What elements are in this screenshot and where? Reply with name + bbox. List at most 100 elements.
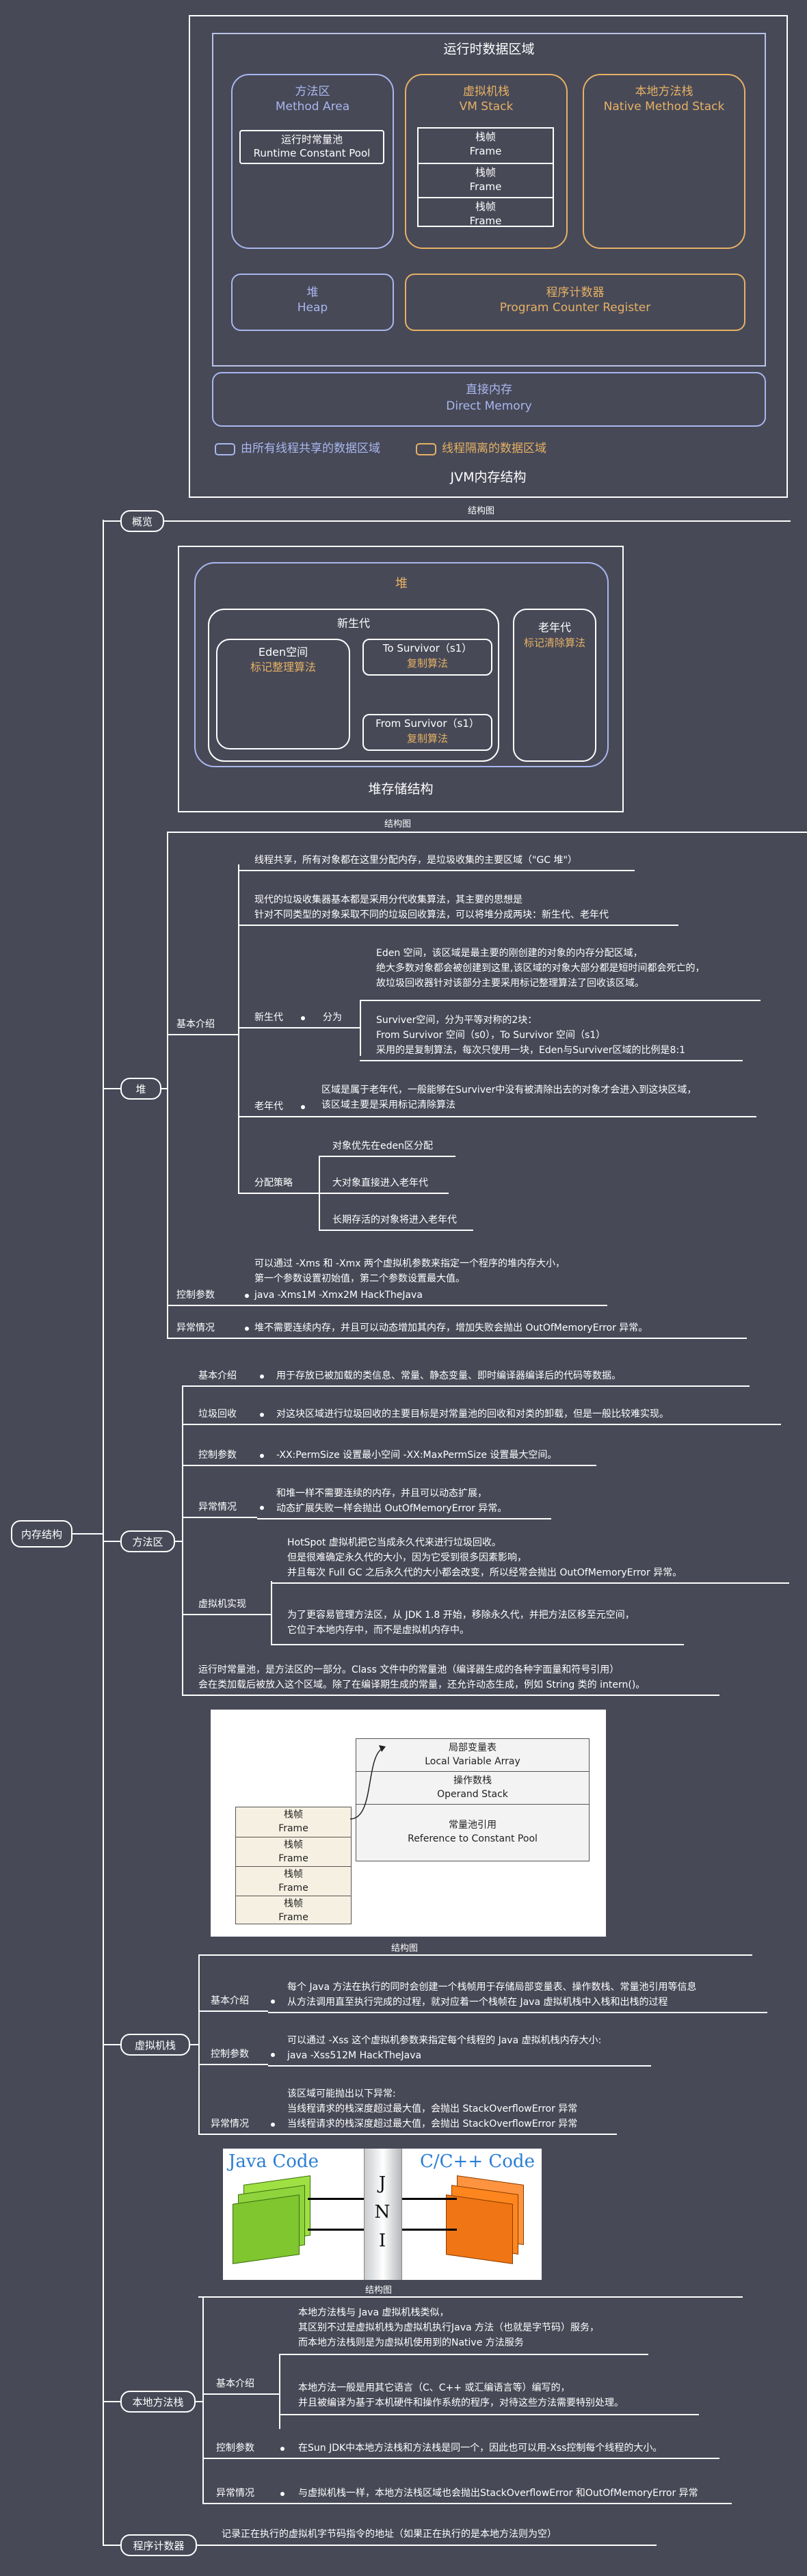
native-basic-a-line bbox=[279, 2354, 648, 2355]
vm-stack-box bbox=[405, 74, 568, 249]
heap-basic-2b: 针对不同类型的对象采取不同的垃圾回收算法，可以将堆分成两块：新生代、老年代 bbox=[254, 909, 609, 920]
heap-basic-1-line bbox=[238, 870, 635, 871]
frame-arrow bbox=[349, 1745, 386, 1820]
heap-control-3: java -Xms1M -Xmx2M HackTheJava bbox=[254, 1290, 423, 1301]
method-exception-dot bbox=[260, 1506, 264, 1510]
jni-figure-line bbox=[198, 2296, 743, 2298]
heap-surv-2: From Survivor 空间（s0），To Survivor 空间（s1） bbox=[376, 1030, 606, 1041]
heap-control-line bbox=[167, 1305, 243, 1306]
runtime-area-title: 运行时数据区域 bbox=[443, 42, 535, 57]
vm-control-text-line bbox=[268, 2065, 651, 2067]
heap-exception-1: 堆不需要连续内存，并且可以动态增加其内存，增加失败会抛出 OutOfMemory… bbox=[254, 1323, 648, 1333]
heap-structure-figure: 堆 新生代 Eden空间 标记整理算法 To Survivor（s1） 复制算法… bbox=[178, 546, 624, 812]
method-area-to-sub bbox=[175, 1541, 182, 1542]
heap-split-vline bbox=[360, 1000, 361, 1056]
method-pool-2: 会在类加载后被放入这个区域。除了在编译期生成的常量，还允许动态生成，例如 Str… bbox=[198, 1679, 646, 1690]
heap-old-2: 该区域主要是采用标记清除算法 bbox=[321, 1100, 455, 1111]
native-exception-text-line bbox=[202, 2503, 732, 2504]
heap-old-line bbox=[238, 1116, 294, 1117]
old-gen-label: 老年代 bbox=[538, 621, 571, 634]
method-impl-3: 并且每次 Full GC 之后永久代的大小都会改变，所以经常会抛出 OutOfM… bbox=[287, 1567, 683, 1578]
eden-label: Eden空间 bbox=[258, 646, 308, 659]
heap-exception-text-line bbox=[243, 1338, 747, 1339]
method-control-line bbox=[182, 1465, 257, 1466]
method-area-sub-vline bbox=[182, 1385, 183, 1695]
heap-split-line bbox=[290, 1027, 360, 1028]
heap-split-label: 分为 bbox=[323, 1012, 342, 1023]
root-node[interactable]: 内存结构 bbox=[11, 1520, 72, 1548]
pc-zh: 程序计数器 bbox=[546, 286, 605, 300]
left-arrow-icon bbox=[308, 2198, 364, 2231]
method-impl-line bbox=[182, 1614, 271, 1615]
heap-box bbox=[231, 274, 394, 331]
java-stack-icon bbox=[233, 2175, 315, 2269]
heap-control-1: 可以通过 -Xms 和 -Xmx 两个虚拟机参数来指定一个程序的堆内存大小， bbox=[254, 1258, 565, 1269]
method-pool-1: 运行时常量池，是方法区的一部分。Class 文件中的常量池（编译器生成的各种字面… bbox=[198, 1664, 620, 1675]
heap-young-label: 新生代 bbox=[254, 1012, 283, 1023]
legend-shared-swatch bbox=[215, 443, 235, 455]
method-exception-label: 异常情况 bbox=[198, 1502, 237, 1513]
heap-control-text-line bbox=[243, 1305, 607, 1306]
pc-node[interactable]: 程序计数器 bbox=[120, 2534, 197, 2556]
heap-alloc-1-line bbox=[319, 1156, 455, 1157]
heap-zh: 堆 bbox=[306, 286, 319, 300]
vm-stack-zh: 虚拟机栈 bbox=[463, 85, 510, 98]
heap-control-label: 控制参数 bbox=[176, 1290, 215, 1301]
heap-basic-1: 线程共享，所有对象都在这里分配内存，是垃圾收集的主要区域（"GC 堆"） bbox=[254, 855, 577, 866]
heap-alloc-label: 分配策略 bbox=[254, 1178, 293, 1189]
to-survivor-box bbox=[362, 639, 492, 676]
method-gc-1: 对这块区域进行垃圾回收的主要目标是对常量池的回收和对类的卸载，但是一般比较难实现… bbox=[276, 1409, 669, 1420]
jni-letter-j: J bbox=[378, 2173, 386, 2194]
vm-exception-3: 当线程请求的栈深度超过最大值，会抛出 StackOverflowError 异常 bbox=[287, 2119, 578, 2129]
heap-branch bbox=[103, 1088, 120, 1089]
method-gc-line bbox=[182, 1424, 257, 1425]
method-area-node[interactable]: 方法区 bbox=[120, 1530, 175, 1552]
native-stack-box bbox=[583, 74, 745, 249]
heap-basic-2a: 现代的垃圾收集器基本都是采用分代收集算法，其主要的思想是 bbox=[254, 894, 522, 905]
native-basic-2: 其区别不过是虚拟机栈为虚拟机执行Java 方法（也就是字节码）服务， bbox=[298, 2322, 600, 2333]
overview-node[interactable]: 概览 bbox=[120, 510, 164, 532]
heap-old-text-line bbox=[294, 1116, 756, 1117]
jni-figure: Java Code C/C++ Code J N I bbox=[223, 2149, 542, 2280]
direct-memory-box bbox=[212, 372, 766, 427]
legend-shared-label: 由所有线程共享的数据区域 bbox=[241, 442, 380, 455]
legend-isolated-swatch bbox=[416, 443, 436, 455]
method-gc-label: 垃圾回收 bbox=[198, 1409, 237, 1420]
method-basic-line bbox=[182, 1385, 257, 1387]
method-basic-1: 用于存放已被加载的类信息、常量、静态变量、即时编译器编译后的代码等数据。 bbox=[276, 1370, 621, 1381]
method-pool-line bbox=[182, 1695, 719, 1696]
pc-desc-line bbox=[197, 2545, 657, 2546]
heap-basic-vline bbox=[238, 864, 239, 1194]
heap-old-label: 老年代 bbox=[254, 1101, 283, 1112]
java-code-label: Java Code bbox=[228, 2151, 319, 2172]
heap-control-dot bbox=[245, 1294, 249, 1298]
native-basic-4: 本地方法一般是用其它语言（C、C++ 或汇编语言等）编写的， bbox=[298, 2382, 570, 2393]
heap-young-dot bbox=[301, 1016, 305, 1020]
pc-en: Program Counter Register bbox=[499, 301, 651, 315]
heap-node[interactable]: 堆 bbox=[120, 1078, 161, 1100]
heap-surv-3: 采用的是复制算法，每次只使用一块，Eden与Surviver区域的比例是8:1 bbox=[376, 1045, 686, 1056]
vm-basic-1: 每个 Java 方法在执行的同时会创建一个栈帧用于存储局部变量表、操作数栈、常量… bbox=[287, 1982, 697, 1993]
method-exception-text-line bbox=[257, 1518, 551, 1519]
vm-stack-node[interactable]: 虚拟机栈 bbox=[120, 2034, 190, 2056]
heap-alloc-3-line bbox=[319, 1230, 473, 1231]
vm-stack-branch bbox=[103, 2044, 120, 2045]
jvm-structure-figure: 运行时数据区域 方法区 Method Area 运行时常量池 Runtime C… bbox=[189, 15, 788, 498]
legend-isolated-label: 线程隔离的数据区域 bbox=[442, 442, 546, 455]
native-stack-node[interactable]: 本地方法栈 bbox=[120, 2391, 196, 2413]
heap-alloc-line bbox=[238, 1193, 319, 1194]
method-impl-2: 但是很难确定永久代的大小，因为它受到很多因素影响， bbox=[287, 1552, 527, 1563]
method-impl-vline bbox=[271, 1581, 272, 1645]
heap-basic-2-line bbox=[238, 925, 678, 926]
heap-alloc-3: 长期存活的对象将进入老年代 bbox=[332, 1214, 457, 1225]
heap-old-dot bbox=[301, 1105, 305, 1109]
native-basic-b-line bbox=[279, 2414, 699, 2415]
heap-alloc-2: 大对象直接进入老年代 bbox=[332, 1178, 428, 1189]
heap-to-sub bbox=[161, 1088, 167, 1089]
method-impl-a-line bbox=[271, 1582, 789, 1584]
